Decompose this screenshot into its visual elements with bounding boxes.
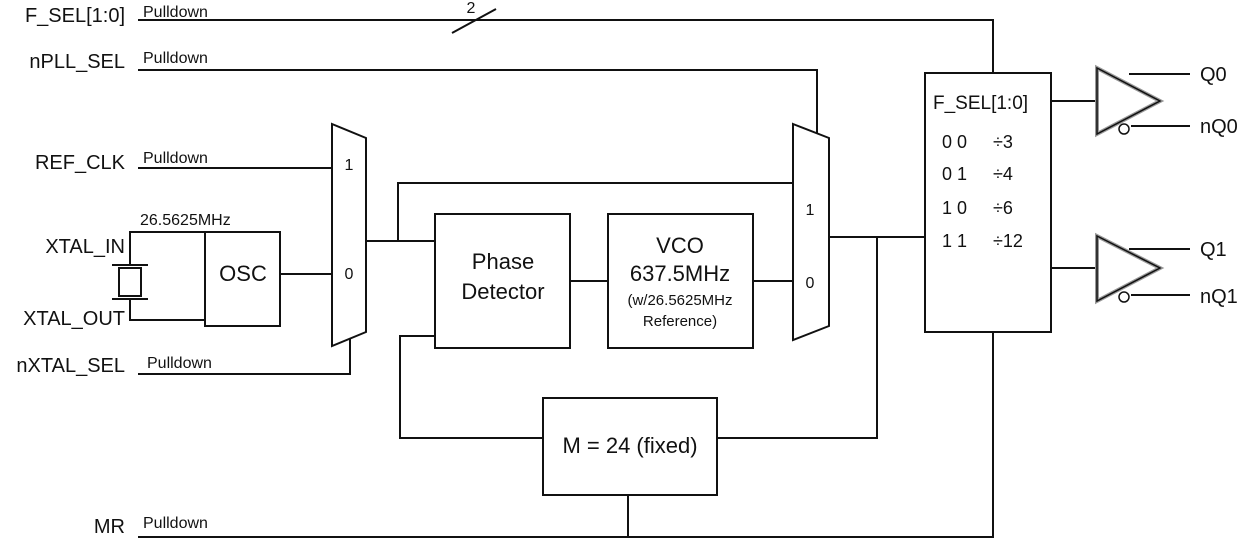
mr-wire — [138, 332, 994, 538]
output-divider-title: F_SEL[1:0] — [933, 93, 1028, 114]
divider-ratio: ÷3 — [993, 132, 1013, 152]
nq1-pin-label: nQ1 — [1200, 286, 1238, 308]
npll-sel-wire — [138, 69, 818, 138]
feedback-return-wire — [399, 335, 543, 439]
mux2-input0-label: 0 — [806, 275, 815, 292]
nq0-pin-label: nQ0 — [1200, 116, 1238, 138]
divider-code: 1 0 — [942, 198, 967, 218]
output-divider-block — [924, 72, 1052, 333]
osc-block — [204, 231, 281, 327]
m-divider-label: M = 24 (fixed) — [562, 433, 697, 458]
phase-detector-block — [434, 213, 571, 349]
ref-clk-pulldown-label: Pulldown — [143, 150, 208, 167]
phase-detector-label-line2: Detector — [461, 279, 544, 304]
mux2 — [792, 122, 830, 342]
xtal-out-wire — [129, 305, 205, 321]
wires — [129, 8, 1190, 538]
divider-table: 0 0 ÷3 0 1 ÷4 1 0 ÷6 1 1 ÷12 — [942, 132, 1023, 251]
nxtal-sel-wire — [138, 332, 351, 375]
vco-note-line1: (w/26.5625MHz — [627, 292, 732, 309]
divider-ratio: ÷6 — [993, 198, 1013, 218]
q0-pin-label: Q0 — [1200, 64, 1227, 86]
vco-note-line2: Reference) — [643, 313, 717, 330]
bypass-wire — [397, 182, 793, 241]
f-sel-pin-label: F_SEL[1:0] — [25, 5, 125, 27]
xtal-in-pin-label: XTAL_IN — [45, 236, 125, 258]
ref-clk-pin-label: REF_CLK — [35, 152, 126, 174]
nxtal-sel-pin-label: nXTAL_SEL — [16, 355, 125, 377]
mux1-input1-label: 1 — [345, 157, 354, 174]
crystal-frequency-label: 26.5625MHz — [140, 212, 231, 229]
nxtal-sel-pulldown-label: Pulldown — [147, 355, 212, 372]
divider-code: 0 1 — [942, 164, 967, 184]
npll-sel-pulldown-label: Pulldown — [143, 50, 208, 67]
mr-pulldown-label: Pulldown — [143, 515, 208, 532]
mux1 — [331, 122, 367, 348]
vco-frequency-label: 637.5MHz — [630, 261, 730, 286]
q1-buffer — [1095, 232, 1165, 305]
divider-ratio: ÷12 — [993, 231, 1023, 251]
xtal-out-pin-label: XTAL_OUT — [23, 308, 125, 330]
bus-slash — [451, 8, 497, 34]
divider-ratio: ÷4 — [993, 164, 1013, 184]
q0-buffer — [1095, 64, 1165, 138]
m-divider-block — [542, 397, 718, 496]
divider-code: 1 1 — [942, 231, 967, 251]
mr-pin-label: MR — [94, 516, 125, 538]
crystal-symbol — [112, 249, 148, 305]
f-sel-bus-width-label: 2 — [467, 0, 476, 17]
mux1-input0-label: 0 — [345, 266, 354, 283]
vco-label: VCO — [656, 233, 704, 258]
osc-label: OSC — [219, 261, 267, 286]
vco-block — [607, 213, 754, 349]
feedback-tap-wire — [717, 237, 878, 439]
mux2-input1-label: 1 — [806, 202, 815, 219]
xtal-in-wire — [129, 231, 205, 249]
phase-detector-label-line1: Phase — [472, 249, 534, 274]
f-sel-bus-wire — [138, 19, 994, 73]
q1-pin-label: Q1 — [1200, 239, 1227, 261]
npll-sel-pin-label: nPLL_SEL — [29, 51, 125, 73]
f-sel-pulldown-label: Pulldown — [143, 4, 208, 21]
divider-code: 0 0 — [942, 132, 967, 152]
